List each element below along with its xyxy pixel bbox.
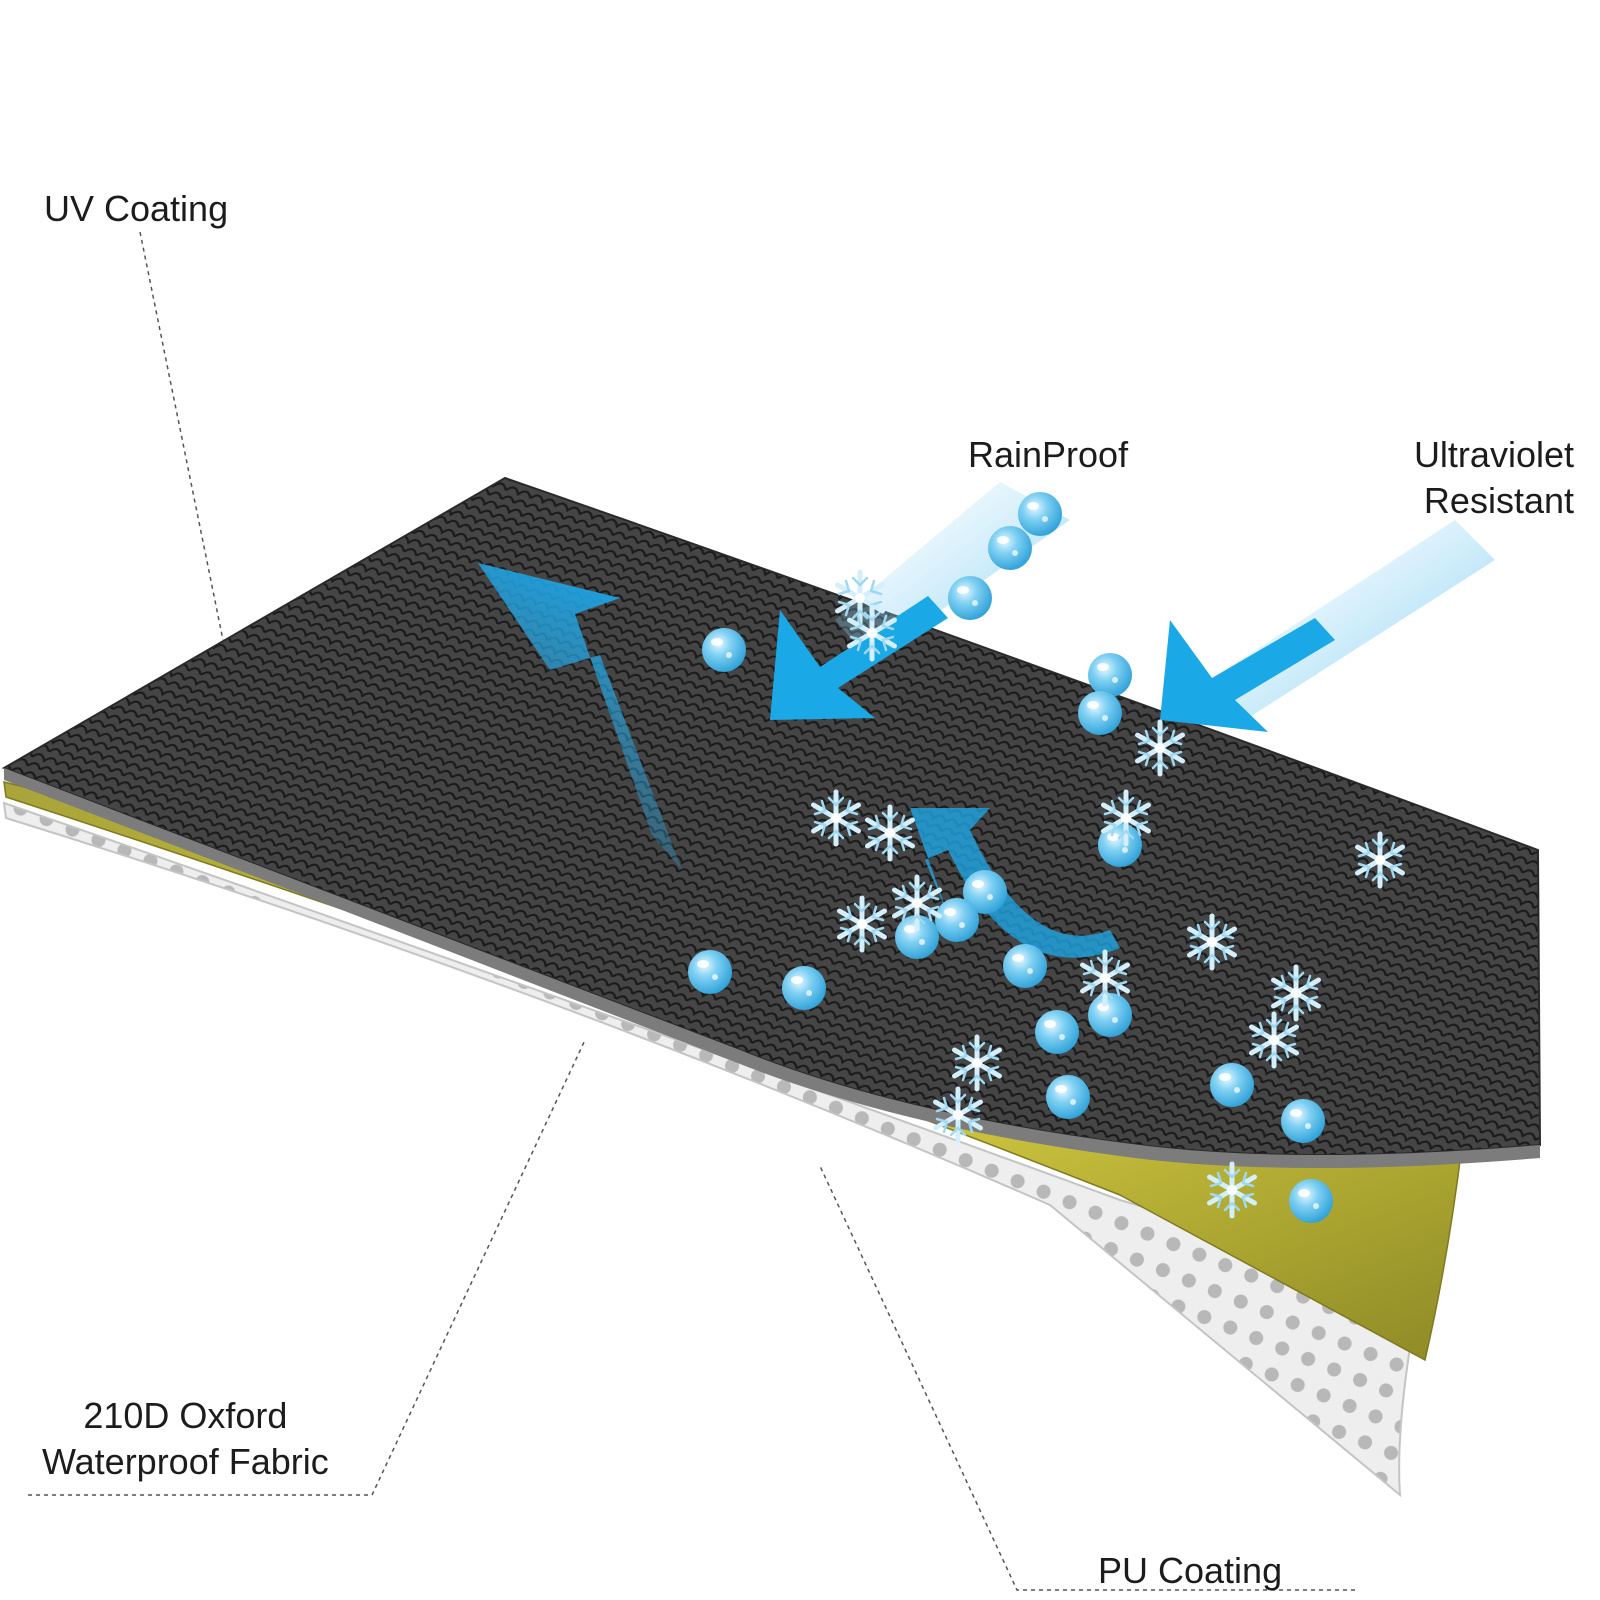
big-reflect-arrow [478, 563, 682, 870]
ultraviolet-arrow [1160, 618, 1335, 732]
uv-coating-layer [1, 476, 1542, 1156]
oxford-fabric-layer [2, 801, 1422, 1498]
bounce-arrow [910, 808, 1120, 958]
ultraviolet-resistant-label: Ultraviolet Resistant [1414, 432, 1574, 524]
ultraviolet-beam [1210, 520, 1495, 720]
rainproof-arrow [770, 596, 948, 720]
oxford-fabric-label: 210D Oxford Waterproof Fabric [42, 1393, 329, 1485]
ultraviolet-label-line1: Ultraviolet [1413, 434, 1574, 475]
uv-coating-label: UV Coating [44, 188, 229, 229]
rainproof-label: RainProof [968, 434, 1129, 475]
oxford-label-line1: 210D Oxford [83, 1395, 288, 1436]
oxford-leader [28, 1039, 586, 1496]
oxford-label-line2: Waterproof Fabric [42, 1441, 329, 1483]
uv-coating-leader [139, 231, 224, 641]
ultraviolet-label-line2: Resistant [1423, 480, 1574, 522]
pu-coating-leader [819, 1165, 1355, 1591]
pu-coating-label: PU Coating [1098, 1550, 1283, 1591]
